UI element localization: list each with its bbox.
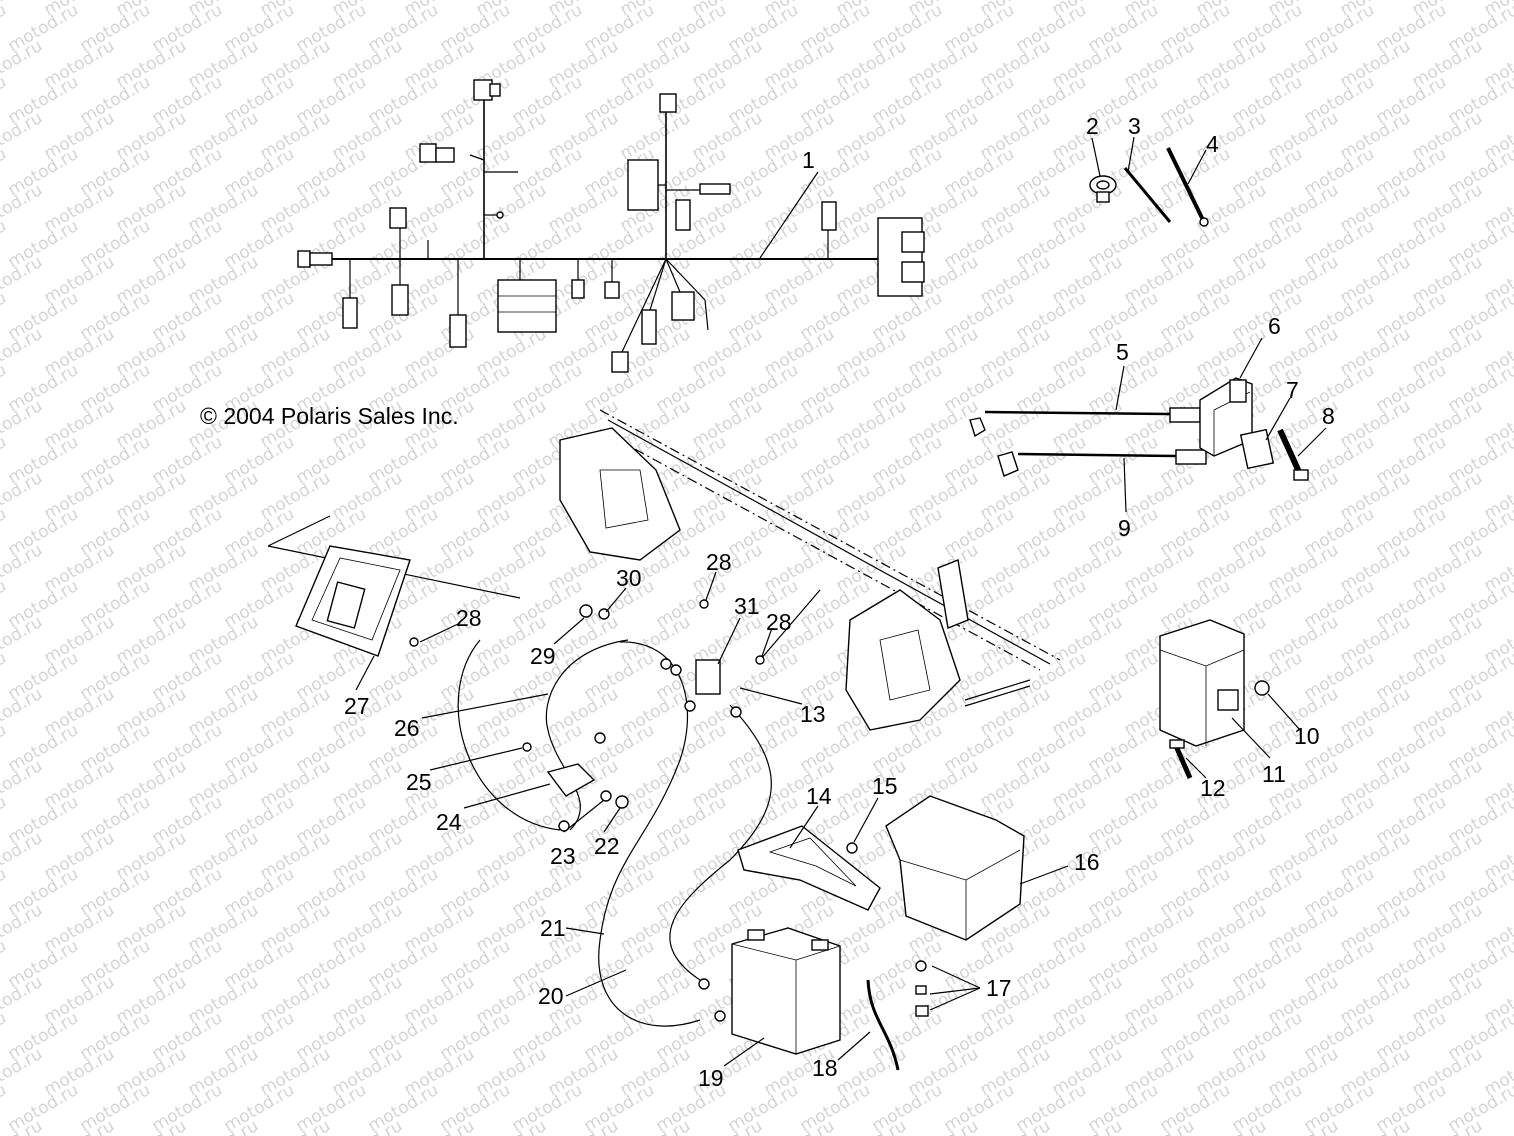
callout-14: 14 [806,783,832,809]
callout-8: 8 [1322,403,1335,429]
callout-16: 16 [1074,849,1100,875]
callout-9: 9 [1118,515,1131,541]
hardware [409,599,1270,1071]
callout-4: 4 [1206,131,1219,157]
ignition-wire-upper [969,407,1201,438]
callout-6: 6 [1268,313,1281,339]
leader-lines [355,136,1327,1067]
cable-tie-short [1123,167,1172,223]
callout-5: 5 [1116,339,1129,365]
ignition-coil [1199,377,1253,457]
callout-13: 13 [800,701,826,727]
callout-12: 12 [1200,775,1226,801]
hold-down-strap [737,825,881,911]
callout-19: 19 [698,1065,724,1091]
frame [559,409,1061,731]
clamp-part [1089,175,1117,203]
callout-28-top: 28 [706,549,732,575]
wiring-harness [297,79,925,373]
callout-20: 20 [538,983,564,1009]
callout-27: 27 [344,693,370,719]
callout-17: 17 [986,975,1012,1001]
callout-15: 15 [872,773,898,799]
callout-28-left: 28 [456,605,482,631]
callout-11: 11 [1262,761,1286,787]
callout-1: 1 [802,147,815,173]
bolt-8 [1277,428,1309,481]
callout-24: 24 [436,809,462,835]
electronics-tray [267,515,521,657]
copyright-notice: © 2004 Polaris Sales Inc. [200,403,459,429]
cable-tie-long [1166,147,1209,227]
callout-25: 25 [406,769,432,795]
callout-3: 3 [1128,113,1141,139]
callout-18: 18 [812,1055,838,1081]
spacer [1239,428,1275,470]
callout-2: 2 [1086,113,1099,139]
battery-box [885,795,1025,941]
callout-26: 26 [394,715,420,741]
ignition-wire-lower [997,449,1207,477]
callout-22: 22 [594,833,620,859]
callout-labels: 1 2 3 4 5 6 7 8 9 10 11 12 13 14 15 16 1… [344,113,1335,1091]
battery-cables [457,639,772,1027]
callout-28-right: 28 [766,609,792,635]
control-module [1159,619,1245,747]
callout-31: 31 [734,593,760,619]
callout-23: 23 [550,843,576,869]
battery [731,927,841,1055]
callout-30: 30 [616,565,642,591]
callout-7: 7 [1286,377,1299,403]
callout-10: 10 [1294,723,1320,749]
callout-21: 21 [540,915,566,941]
callout-29: 29 [530,643,556,669]
